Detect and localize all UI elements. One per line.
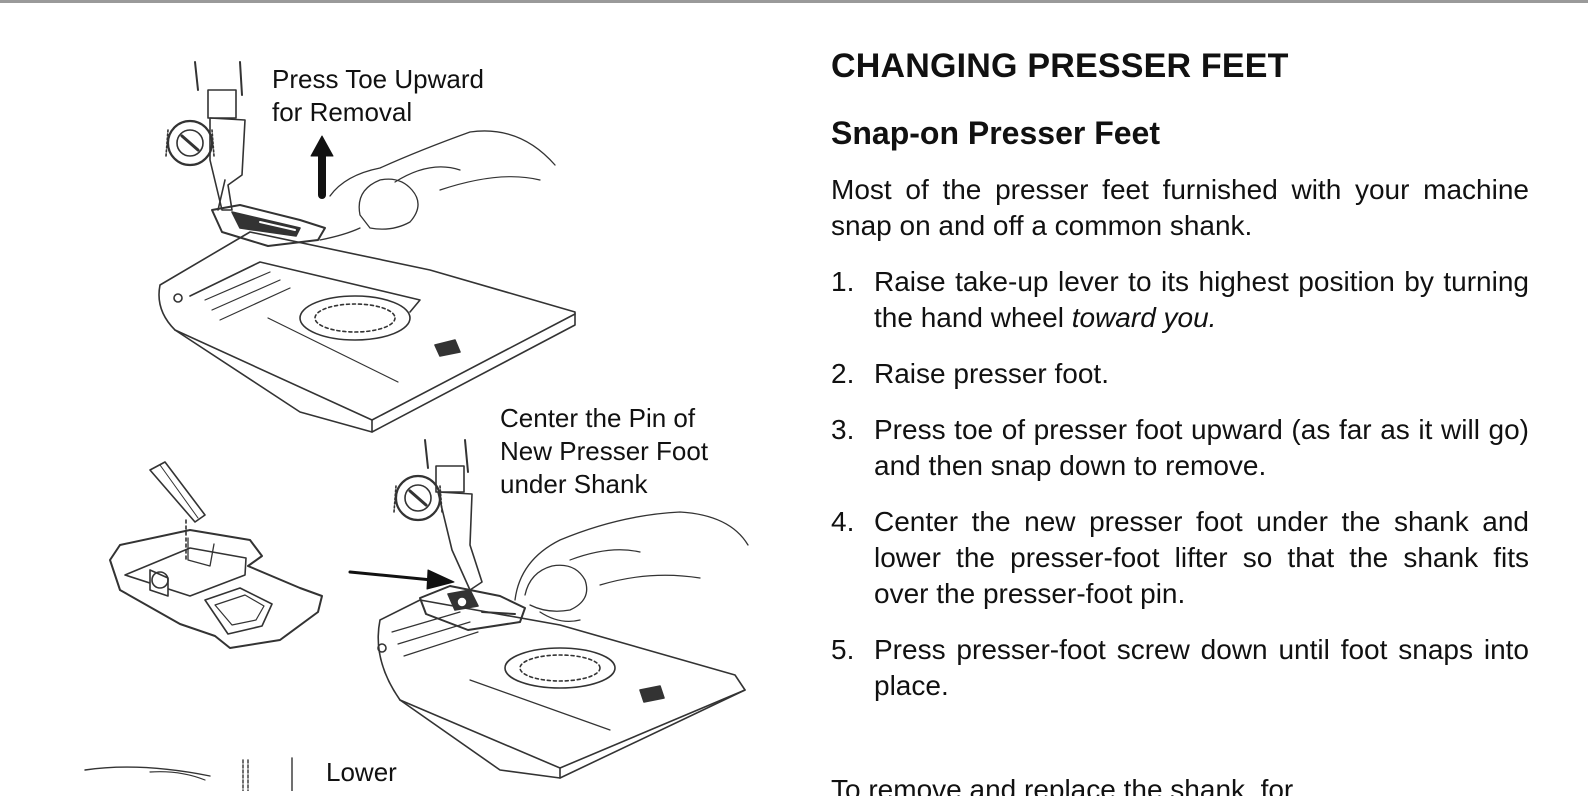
steps-list: 1. Raise take-up lever to its highest po… xyxy=(831,264,1529,704)
step-2: 2. Raise presser foot. xyxy=(831,356,1529,392)
step-text: Raise take-up lever to its highest posit… xyxy=(874,264,1529,336)
step-5: 5. Press presser-foot screw down until f… xyxy=(831,632,1529,704)
step-4: 4. Center the new presser foot under the… xyxy=(831,504,1529,612)
step-number: 4. xyxy=(831,506,855,537)
new-presser-foot-drawing xyxy=(109,461,323,649)
bottom-partial-drawing xyxy=(84,757,293,791)
intro-paragraph: Most of the presser feet furnished with … xyxy=(831,174,1529,241)
step-text: Press presser-foot screw down until foot… xyxy=(874,634,1529,701)
caption-center-pin: Center the Pin of New Presser Foot under… xyxy=(500,403,709,499)
step-number: 3. xyxy=(831,414,855,445)
upper-hand-drawing xyxy=(319,130,556,241)
step-3: 3. Press toe of presser foot upward (as … xyxy=(831,412,1529,484)
step-text: Press toe of presser foot upward (as far… xyxy=(874,414,1529,481)
arrow-right-icon xyxy=(348,569,455,590)
caption-lower: Lower xyxy=(326,757,397,787)
upper-shank-drawing xyxy=(165,61,326,247)
top-border xyxy=(0,0,1588,3)
step-number: 2. xyxy=(831,358,855,389)
lower-shank-drawing xyxy=(393,439,526,631)
step-text-main: Raise take-up lever to its highest posit… xyxy=(874,266,1529,333)
illustration-panel: Press Toe Upward for Removal Center the … xyxy=(84,61,749,791)
step-number: 1. xyxy=(831,266,855,297)
lower-hand-drawing xyxy=(514,511,749,623)
instructions-column: CHANGING PRESSER FEET Snap-on Presser Fe… xyxy=(831,44,1529,704)
step-1: 1. Raise take-up lever to its highest po… xyxy=(831,264,1529,336)
section-subtitle: Snap-on Presser Feet xyxy=(831,115,1160,151)
step-text: Raise presser foot. xyxy=(874,358,1109,389)
presser-foot-illustration xyxy=(84,61,749,791)
caption-press-toe: Press Toe Upward for Removal xyxy=(272,64,484,127)
arrow-up-icon xyxy=(310,135,334,199)
step-text-emphasis: toward you. xyxy=(1071,302,1217,333)
upper-needle-plate-drawing xyxy=(158,231,576,433)
cutoff-text-line: To remove and replace the shank, for xyxy=(831,776,1529,796)
lower-needle-plate-drawing xyxy=(377,599,746,779)
section-title: CHANGING PRESSER FEET xyxy=(831,47,1289,85)
cutoff-text: To remove and replace the shank, for xyxy=(831,776,1294,796)
step-number: 5. xyxy=(831,634,855,665)
step-text: Center the new presser foot under the sh… xyxy=(874,506,1529,609)
